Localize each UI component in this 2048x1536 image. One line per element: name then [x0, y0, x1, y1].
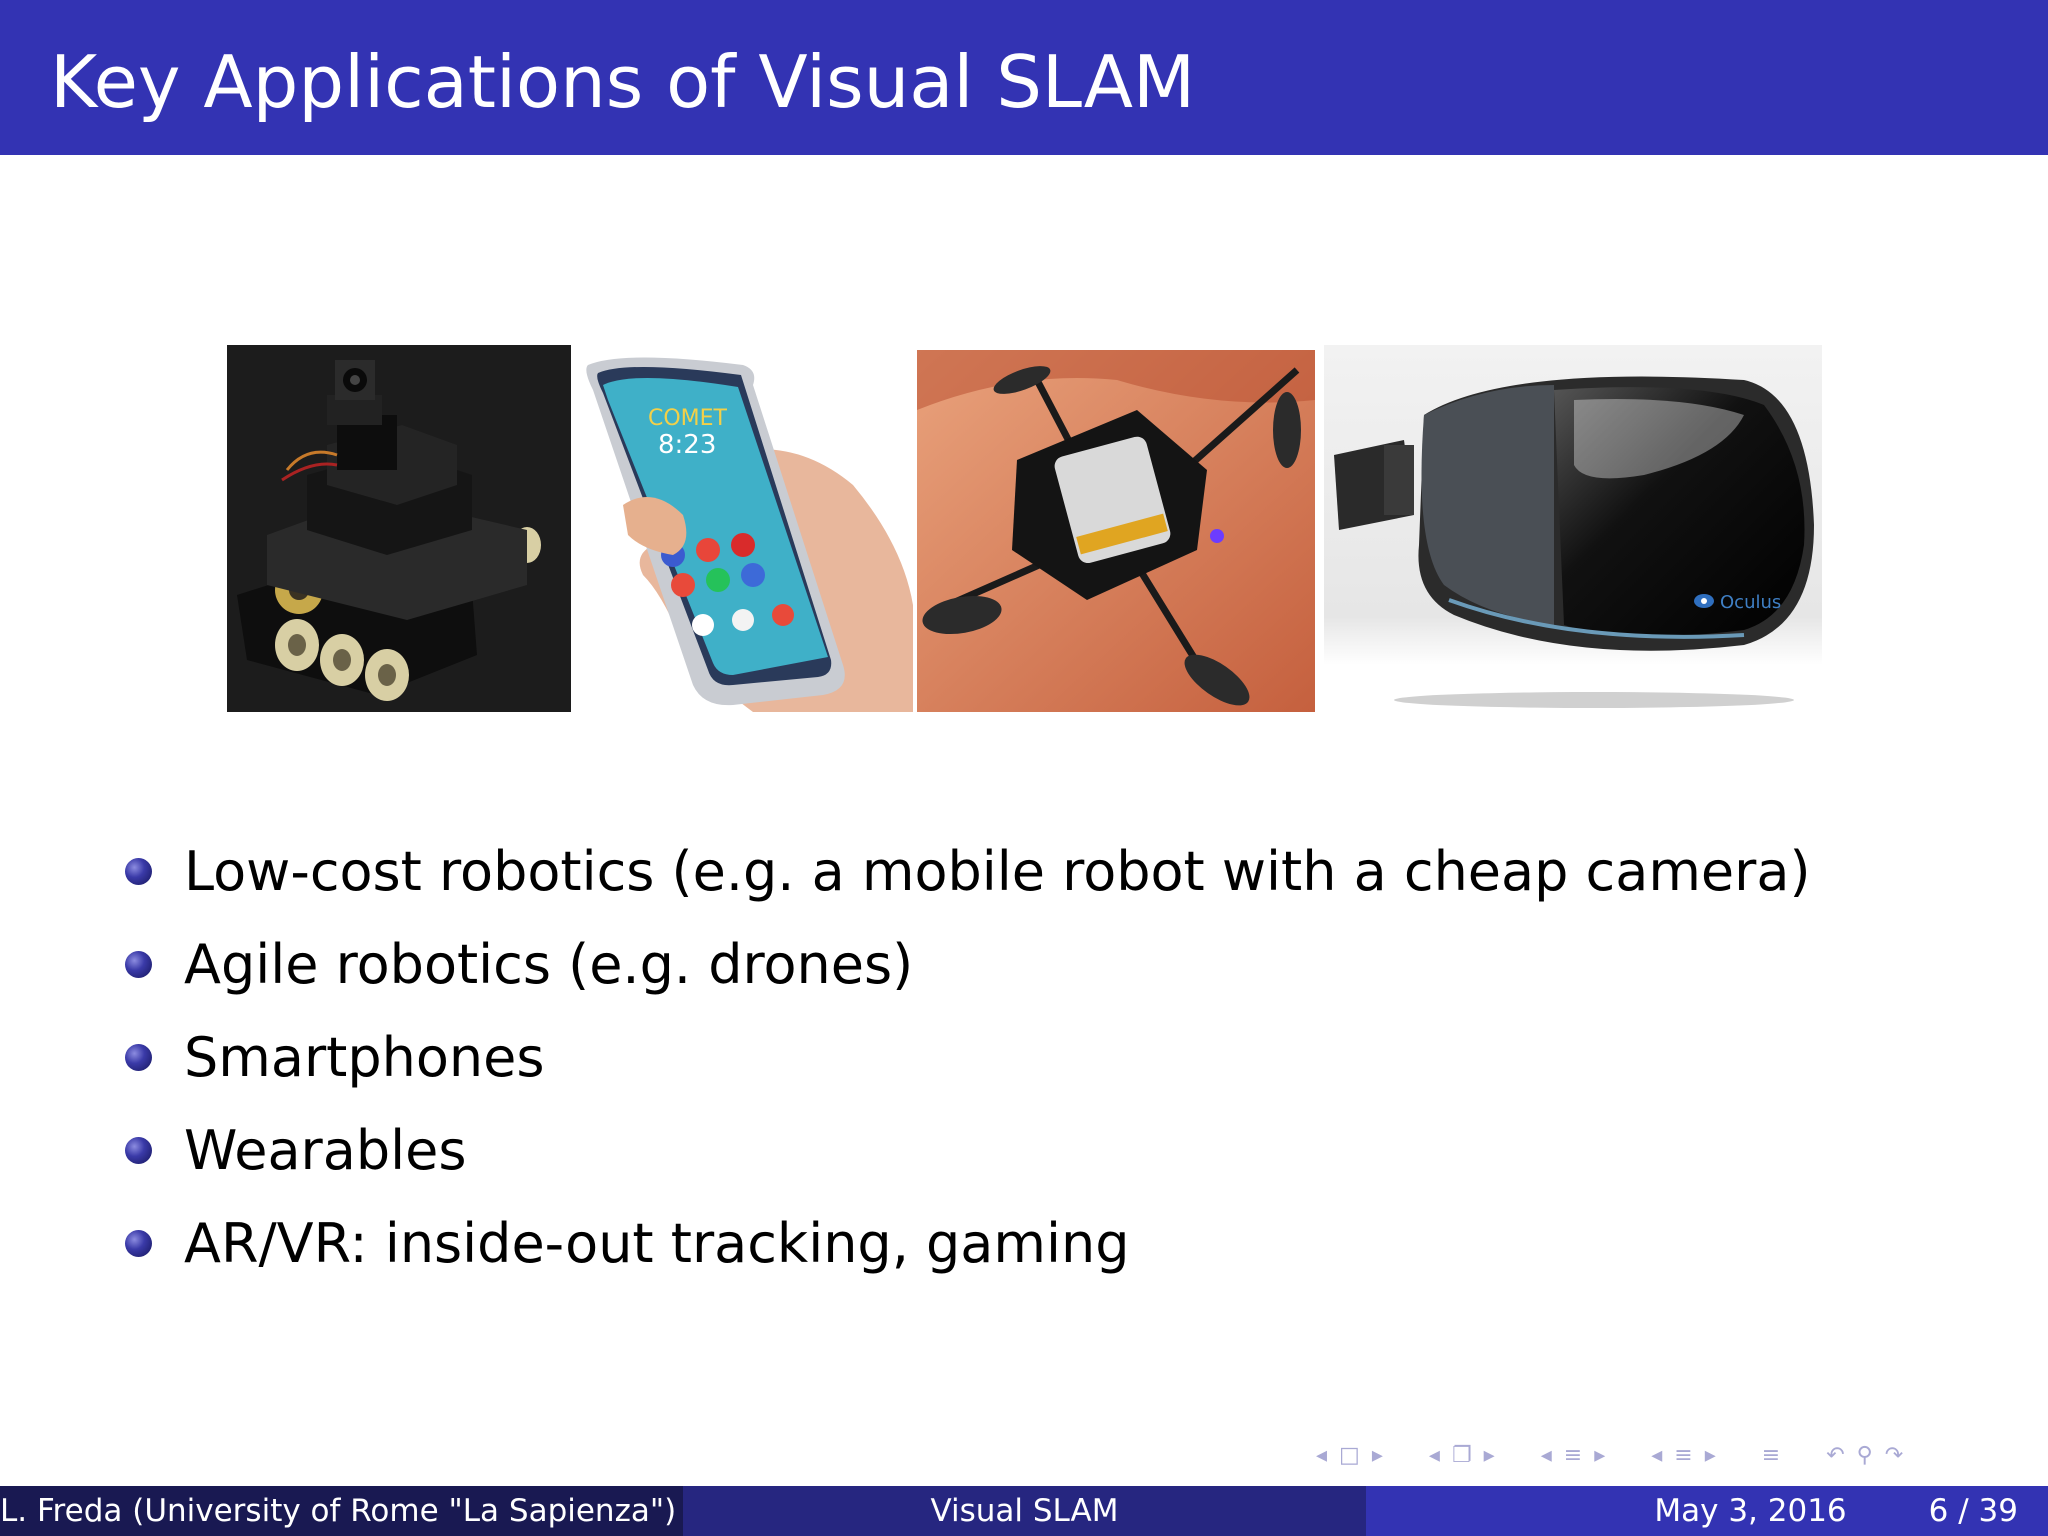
- vr-headset-photo: Oculus: [1324, 345, 1822, 712]
- arrow-right-icon[interactable]: ▸: [1704, 1443, 1716, 1468]
- section-icon[interactable]: ≡: [1563, 1443, 1583, 1468]
- stacked-frames-icon[interactable]: ❐: [1451, 1443, 1472, 1468]
- oculus-logo-text: Oculus: [1720, 592, 1781, 613]
- navigation-symbols: ◂ □ ▸ ◂ ❐ ▸ ◂ ≡ ▸ ◂ ≡ ▸ ≡ ↶ ⚲ ↷: [1310, 1440, 2030, 1472]
- nav-search-group[interactable]: ↶ ⚲ ↷: [1820, 1445, 1909, 1467]
- arrow-left-icon[interactable]: ◂: [1651, 1443, 1663, 1468]
- bullet-text: Wearables: [184, 1119, 467, 1182]
- forward-icon[interactable]: ↷: [1884, 1443, 1904, 1468]
- bullet-list: Low-cost robotics (e.g. a mobile robot w…: [125, 825, 1811, 1290]
- search-icon[interactable]: ⚲: [1856, 1443, 1873, 1468]
- bullet-text: Low-cost robotics (e.g. a mobile robot w…: [184, 840, 1811, 903]
- svg-text:8:23: 8:23: [658, 430, 716, 460]
- list-item: AR/VR: inside-out tracking, gaming: [125, 1197, 1811, 1290]
- arrow-left-icon[interactable]: ◂: [1428, 1443, 1440, 1468]
- bullet-text: Agile robotics (e.g. drones): [184, 933, 914, 996]
- list-item: Agile robotics (e.g. drones): [125, 918, 1811, 1011]
- footer-author: L. Freda (University of Rome "La Sapienz…: [0, 1493, 677, 1529]
- list-item: Low-cost robotics (e.g. a mobile robot w…: [125, 825, 1811, 918]
- nav-frame-group[interactable]: ◂ □ ▸: [1310, 1445, 1389, 1467]
- mobile-robot-photo: [227, 345, 571, 712]
- drone-photo: [917, 350, 1315, 712]
- bullet-text: AR/VR: inside-out tracking, gaming: [184, 1212, 1130, 1275]
- footer-author-section: L. Freda (University of Rome "La Sapienz…: [0, 1486, 683, 1536]
- nav-document-group[interactable]: ◂ ≡ ▸: [1645, 1445, 1722, 1467]
- image-strip: COMET 8:23: [227, 345, 1822, 712]
- arrow-right-icon[interactable]: ▸: [1594, 1443, 1606, 1468]
- footer-date: May 3, 2016: [1654, 1493, 1847, 1529]
- footer-title-section: Visual SLAM: [683, 1486, 1366, 1536]
- document-icon[interactable]: ≡: [1674, 1443, 1693, 1468]
- arrow-left-icon[interactable]: ◂: [1316, 1443, 1328, 1468]
- footer-bar: L. Freda (University of Rome "La Sapienz…: [0, 1486, 2048, 1536]
- title-bar: Key Applications of Visual SLAM: [0, 0, 2048, 155]
- bullet-icon: [125, 858, 152, 885]
- nav-appendix-group[interactable]: ≡: [1756, 1445, 1786, 1467]
- nav-section-group[interactable]: ◂ ≡ ▸: [1535, 1445, 1612, 1467]
- bullet-icon: [125, 951, 152, 978]
- list-item: Wearables: [125, 1104, 1811, 1197]
- bullet-text: Smartphones: [184, 1026, 545, 1089]
- slide-title: Key Applications of Visual SLAM: [50, 40, 1196, 124]
- arrow-right-icon[interactable]: ▸: [1483, 1443, 1495, 1468]
- frame-icon[interactable]: □: [1339, 1443, 1360, 1468]
- svg-text:COMET: COMET: [648, 406, 728, 431]
- list-item: Smartphones: [125, 1011, 1811, 1104]
- arrow-right-icon[interactable]: ▸: [1371, 1443, 1383, 1468]
- bullet-icon: [125, 1044, 152, 1071]
- back-icon[interactable]: ↶: [1826, 1443, 1845, 1468]
- arrow-left-icon[interactable]: ◂: [1540, 1443, 1552, 1468]
- footer-date-section: May 3, 2016 6 / 39: [1366, 1486, 2048, 1536]
- footer-title: Visual SLAM: [930, 1493, 1119, 1529]
- bullet-icon: [125, 1230, 152, 1257]
- nav-subsection-group[interactable]: ◂ ❐ ▸: [1423, 1445, 1501, 1467]
- footer-page-number: 6 / 39: [1928, 1493, 2018, 1529]
- smartphone-photo: COMET 8:23: [583, 345, 913, 712]
- appendix-icon[interactable]: ≡: [1761, 1443, 1781, 1468]
- bullet-icon: [125, 1137, 152, 1164]
